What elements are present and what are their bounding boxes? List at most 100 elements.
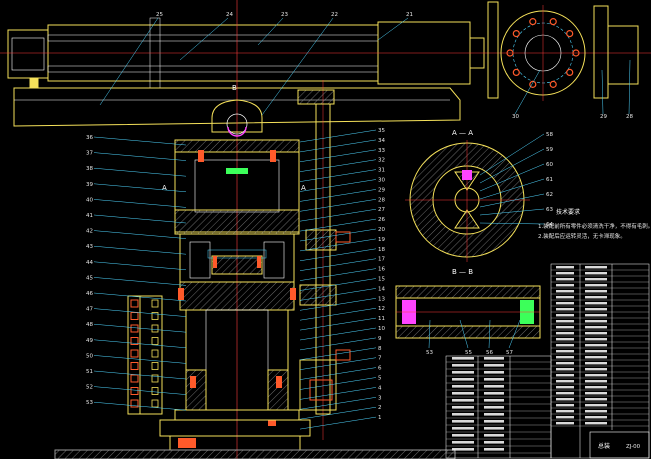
support-bolt bbox=[130, 399, 139, 408]
table-cell-text bbox=[556, 266, 574, 269]
leader-line bbox=[488, 319, 491, 349]
section-b-b-title: B — B bbox=[452, 268, 473, 276]
table-cell-text bbox=[452, 357, 474, 360]
leader-line bbox=[93, 401, 187, 411]
leader-line bbox=[93, 323, 187, 333]
table-cell-text bbox=[556, 302, 574, 305]
bolt-hole bbox=[529, 80, 537, 88]
table-cell-text bbox=[556, 374, 574, 377]
support-bolt bbox=[151, 387, 159, 395]
leader-line bbox=[479, 133, 545, 176]
table-cell-text bbox=[484, 441, 504, 444]
part-label-17: 17 bbox=[378, 257, 385, 263]
leader-line bbox=[508, 319, 521, 349]
table-cell-text bbox=[585, 314, 607, 317]
part-label-57: 57 bbox=[506, 350, 513, 356]
table-cell-text bbox=[556, 362, 574, 365]
leader-line bbox=[299, 307, 377, 321]
part-label-12: 12 bbox=[378, 306, 385, 312]
part-label-46: 46 bbox=[86, 291, 93, 297]
part-label-29: 29 bbox=[378, 187, 385, 193]
part-label-9: 9 bbox=[378, 336, 382, 342]
table-cell-text bbox=[585, 350, 607, 353]
leader-line bbox=[299, 248, 377, 262]
side-column bbox=[297, 89, 351, 415]
part-label-16: 16 bbox=[378, 267, 385, 273]
bolt-hole bbox=[549, 18, 557, 26]
bolt-hole bbox=[566, 30, 574, 38]
part-label-50: 50 bbox=[86, 353, 93, 359]
leader-line bbox=[299, 208, 377, 222]
leader-line bbox=[628, 59, 631, 115]
support-bolt bbox=[151, 362, 159, 370]
leader-line bbox=[479, 178, 545, 200]
table-cell-text bbox=[585, 416, 607, 419]
table-cell-text bbox=[585, 404, 607, 407]
table-cell-text bbox=[452, 378, 474, 381]
part-label-2: 2 bbox=[378, 405, 382, 411]
table-cell-text bbox=[585, 374, 607, 377]
part-label-13: 13 bbox=[378, 296, 385, 302]
table-cell-text bbox=[585, 362, 607, 365]
table-cell-text bbox=[556, 290, 574, 293]
leader-line bbox=[299, 387, 377, 400]
bolt-hole bbox=[529, 18, 537, 26]
bolt-hole bbox=[572, 49, 580, 57]
leader-line bbox=[299, 169, 377, 182]
leader-line bbox=[299, 367, 377, 380]
table-cell-text bbox=[484, 357, 504, 360]
support-bolt bbox=[130, 362, 139, 370]
leader-line bbox=[299, 218, 377, 232]
hook-assembly bbox=[211, 99, 263, 137]
leader-line bbox=[93, 199, 187, 208]
part-label-45: 45 bbox=[86, 275, 93, 281]
leader-line bbox=[179, 17, 229, 61]
part-label-56: 56 bbox=[486, 350, 493, 356]
leader-line bbox=[93, 355, 187, 364]
leader-line bbox=[93, 370, 187, 380]
table-cell-text bbox=[452, 399, 474, 402]
table-cell-text bbox=[452, 420, 474, 423]
table-cell-text bbox=[585, 368, 607, 371]
leader-line bbox=[299, 416, 377, 430]
table-cell-text bbox=[484, 392, 504, 395]
table-cell-text bbox=[556, 296, 574, 299]
table-cell-text bbox=[484, 364, 504, 367]
support-bolt bbox=[130, 387, 139, 395]
table-cell-text bbox=[452, 427, 474, 430]
part-label-25: 25 bbox=[156, 12, 163, 18]
part-label-41: 41 bbox=[86, 213, 93, 219]
leader-line bbox=[299, 139, 377, 153]
part-label-30: 30 bbox=[378, 178, 385, 184]
part-label-64: 64 bbox=[546, 222, 553, 228]
table-cell-text bbox=[556, 416, 574, 419]
part-label-36: 36 bbox=[86, 135, 93, 141]
part-label-21: 21 bbox=[406, 12, 413, 18]
leader-line bbox=[377, 17, 409, 41]
table-cell-text bbox=[585, 386, 607, 389]
table-cell-text bbox=[484, 385, 504, 388]
leader-line bbox=[479, 208, 545, 216]
part-label-37: 37 bbox=[86, 151, 93, 157]
support-bolt bbox=[151, 374, 159, 383]
table-cell-text bbox=[452, 371, 474, 374]
part-label-28: 28 bbox=[378, 197, 385, 203]
part-label-40: 40 bbox=[86, 197, 93, 203]
part-label-19: 19 bbox=[378, 237, 385, 243]
table-cell-text bbox=[484, 448, 504, 451]
bolt-hole bbox=[512, 30, 520, 38]
table-cell-text bbox=[556, 326, 574, 329]
part-label-27: 27 bbox=[378, 207, 385, 213]
section-a-a-title: A — A bbox=[452, 129, 473, 137]
table-cell-text bbox=[585, 338, 607, 341]
bolt-hole bbox=[506, 49, 514, 57]
table-cell-text bbox=[452, 434, 474, 437]
flange-view bbox=[487, 1, 639, 101]
table-cell-text bbox=[585, 308, 607, 311]
left-support-frame bbox=[127, 295, 163, 415]
part-label-24: 24 bbox=[226, 12, 233, 18]
part-label-32: 32 bbox=[378, 158, 385, 164]
table-cell-text bbox=[484, 406, 504, 409]
leader-line bbox=[299, 317, 377, 331]
